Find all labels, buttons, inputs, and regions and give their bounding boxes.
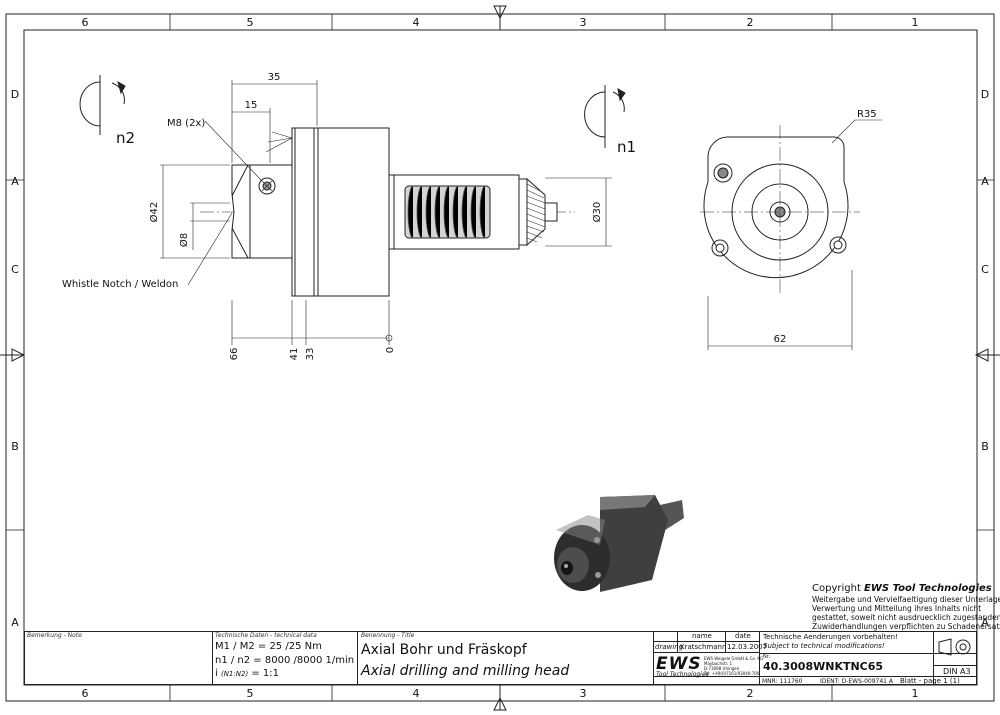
- rule: [933, 665, 977, 666]
- dim-62: 62: [774, 334, 787, 345]
- ews-logo: EWS: [656, 654, 702, 674]
- tech-line1: M1 / M2 = 25 /25 Nm: [215, 641, 322, 652]
- col-date: date: [735, 632, 751, 640]
- dim-r35: R35: [857, 109, 877, 120]
- tech-line2: n1 / n2 = 8000 /8000 1/min: [215, 655, 355, 666]
- dim-33: 33: [305, 348, 316, 361]
- rotation-symbol-n1: [584, 85, 626, 148]
- paper-format: DIN A3: [943, 667, 971, 676]
- n2-label: n2: [116, 129, 135, 147]
- title-label: Benennung - Title: [361, 632, 415, 639]
- col-label-top: 5: [247, 16, 254, 29]
- dim-66: 66: [229, 348, 240, 361]
- col-label-bottom: 3: [580, 687, 587, 700]
- row-label-left: A: [11, 175, 19, 188]
- side-view: [200, 127, 575, 297]
- col-name: name: [692, 632, 712, 640]
- tech-data-cell: [212, 631, 358, 685]
- rule: [725, 631, 726, 652]
- title-de: Axial Bohr und Fräskopf: [361, 642, 527, 658]
- rule: [760, 653, 977, 654]
- ident: IDENT: D-EWS-009741 A: [820, 678, 894, 685]
- rule: [677, 631, 678, 652]
- flange-outline: [703, 136, 849, 279]
- company-address: EWS Weigele GmbH & Co. KG Maybachstr. 1 …: [704, 656, 764, 676]
- rotation-symbol-n2: [79, 75, 126, 135]
- row-label-left: A: [11, 616, 19, 629]
- row-label-left: C: [11, 263, 19, 276]
- row-label-right: C: [981, 263, 989, 276]
- col-label-bottom: 2: [747, 687, 754, 700]
- notch-label: Whistle Notch / Weldon: [62, 279, 178, 290]
- dim-15: 15: [245, 100, 258, 111]
- projection-symbol-icon: [938, 638, 971, 656]
- col-label-top: 1: [912, 16, 919, 29]
- tech-label: Technische Daten - technical data: [215, 632, 317, 639]
- front-view: [700, 119, 882, 350]
- rule: [653, 641, 760, 642]
- dim-dia30: Ø30: [591, 202, 603, 223]
- drawing-cell: [653, 631, 760, 685]
- dim-dia42: Ø42: [148, 202, 160, 223]
- note-label: Bemerkung - Note: [27, 632, 82, 639]
- ews-logo-sub: Tool Technologies: [656, 671, 709, 678]
- col-label-top: 3: [580, 16, 587, 29]
- mnr: MNR: 111760: [762, 678, 803, 685]
- copyright-text: Weitergabe und Vervielfaeltigung dieser …: [812, 595, 1000, 631]
- col-label-bottom: 4: [413, 687, 420, 700]
- dim-41: 41: [289, 348, 300, 361]
- change-de: Technische Aenderungen vorbehalten!: [763, 633, 898, 641]
- col-label-top: 2: [747, 16, 754, 29]
- row-label-right: D: [981, 88, 989, 101]
- row-label-left: B: [11, 440, 19, 453]
- centering-marks: [0, 5, 1000, 711]
- page-number: Blatt - page 1 (1): [900, 677, 960, 685]
- side-dimensions: [160, 80, 612, 345]
- col-label-top: 6: [82, 16, 89, 29]
- rule: [653, 652, 760, 653]
- dim-thread: M8 (2x): [167, 118, 205, 129]
- col-label-bottom: 1: [912, 687, 919, 700]
- title-en: Axial drilling and milling head: [361, 663, 570, 679]
- nr-label: Nr.: [763, 654, 770, 660]
- n1-label: n1: [617, 138, 636, 156]
- rule: [653, 676, 760, 677]
- row-drawing: drawing: [655, 643, 684, 651]
- tech-line3: i (N1:N2) = 1:1: [215, 668, 280, 679]
- col-label-top: 4: [413, 16, 420, 29]
- zone-labels: 6 5 4 3 2 1 6 5 4 3 2 1 D A C B A D A C …: [11, 16, 989, 700]
- dim-0: 0: [385, 347, 396, 353]
- side-dimension-text: 35 15 M8 (2x) 66 41 33 0 Ø42 Ø8 Ø30 Whis…: [62, 72, 603, 360]
- row-label-right: A: [981, 175, 989, 188]
- isometric-render: [554, 495, 684, 592]
- drawing-date: 12.03.2007: [727, 643, 768, 651]
- dim-35: 35: [268, 72, 281, 83]
- dim-dia8: Ø8: [178, 233, 190, 247]
- col-label-bottom: 6: [82, 687, 89, 700]
- projection-cell: [933, 631, 977, 685]
- change-en: Subject to technical modifications!: [763, 642, 885, 650]
- row-label-right: B: [981, 440, 989, 453]
- copyright-title: Copyright EWS Tool Technologies: [812, 583, 992, 594]
- row-label-right: A: [981, 616, 989, 629]
- col-label-bottom: 5: [247, 687, 254, 700]
- rule: [760, 676, 977, 677]
- bevel-gear: [526, 177, 546, 247]
- drawer-name: Kratschmann: [680, 643, 727, 651]
- part-number: 40.3008WNKTNC65: [763, 660, 884, 673]
- row-label-left: D: [11, 88, 19, 101]
- housing: [313, 127, 390, 297]
